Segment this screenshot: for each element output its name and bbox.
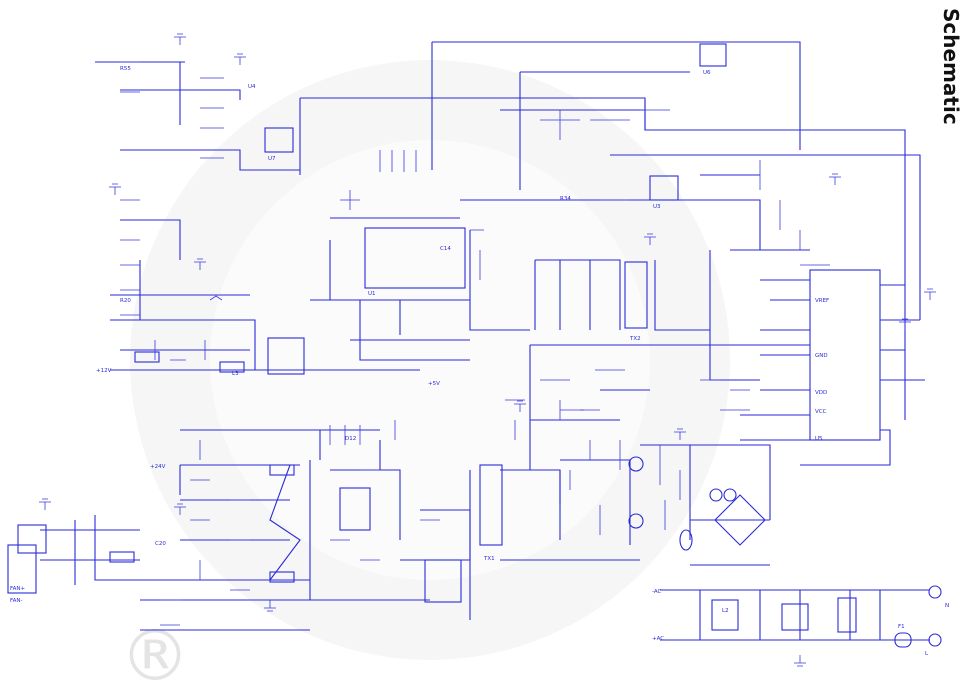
ac-terminal-a [709, 488, 723, 502]
bridge-rectifier-main [714, 494, 766, 546]
label-r34: R34 [560, 196, 571, 202]
label-ac-pos: +AC [652, 636, 664, 642]
label-gnd: GND [815, 353, 828, 359]
label-l3: L3 [232, 371, 239, 377]
ac-terminal-n [928, 585, 942, 599]
label-out-12v: +12V [96, 368, 112, 374]
label-tx2: TX2 [629, 336, 641, 342]
ac-terminal-b [723, 488, 737, 502]
optocoupler-u6 [699, 43, 727, 67]
components [7, 43, 942, 648]
label-ac-n: N [945, 603, 949, 609]
label-out-5v: +5V [428, 381, 440, 387]
label-vcc: VCC [815, 409, 827, 415]
label-c14: C14 [440, 246, 451, 252]
label-ctrl-ic: U1 [368, 291, 376, 297]
label-fan-plus: FAN+ [10, 586, 26, 592]
label-l2: L2 [722, 608, 729, 614]
controller-ic [364, 227, 466, 289]
label-r55: R55 [120, 66, 131, 72]
rectifier-mid [339, 487, 371, 531]
label-opto-u3: U3 [653, 204, 661, 210]
label-opto-u7: U7 [268, 156, 276, 162]
label-opto-u6: U6 [703, 70, 711, 76]
label-pwm-ic: U5 [815, 436, 823, 442]
ac-terminal-l [928, 633, 942, 647]
transformer-tx1 [479, 464, 503, 546]
ground-symbols [39, 33, 936, 667]
label-f1: F1 [898, 624, 905, 630]
label-c20: C20 [155, 541, 166, 547]
label-tx1: TX1 [483, 556, 495, 562]
label-ac-l: L [925, 651, 929, 657]
optocoupler-u7 [264, 127, 294, 153]
labels: TX1 TX2 U5 U1 U7 U3 U6 U4 +12V +24V +5V … [10, 66, 949, 657]
label-opto-u4: U4 [248, 84, 256, 90]
page-title: Schematic [939, 8, 963, 125]
watermark-mark: ® [120, 615, 190, 690]
optocoupler-u3 [649, 175, 679, 201]
label-fan-minus: FAN- [10, 598, 23, 604]
label-vref: VREF [815, 298, 829, 304]
label-r20: R20 [120, 298, 131, 304]
rectifier-low [424, 559, 462, 603]
label-ac-neg: -AC [652, 589, 662, 595]
label-out-24v: +24V [150, 464, 166, 470]
label-d12: D12 [345, 436, 356, 442]
label-vdd: VDD [815, 390, 827, 396]
rectifier-upper [267, 337, 305, 375]
transformer-tx2 [624, 261, 648, 329]
pwm-ic [809, 269, 881, 441]
fuse [894, 632, 912, 648]
small-parts [120, 61, 830, 626]
wiring [40, 41, 930, 641]
fan-connector [7, 544, 37, 594]
